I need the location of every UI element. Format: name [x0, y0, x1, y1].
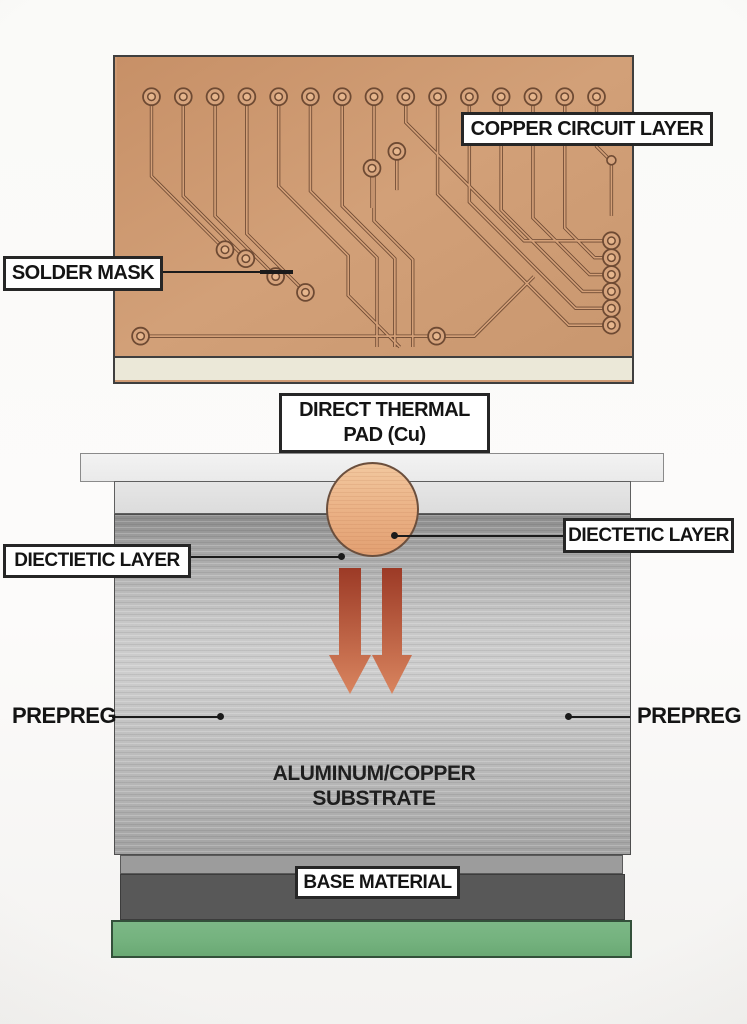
heat-arrow-left [329, 568, 371, 694]
prepreg-right-leader-line [568, 716, 630, 718]
heat-flow-arrows [329, 568, 412, 694]
heat-arrow-right [372, 568, 412, 694]
copper-circuit-artwork [116, 57, 631, 356]
prepreg-right-leader-dot [565, 713, 572, 720]
prepreg-left-leader-line [112, 716, 220, 718]
pcb-top-pads [142, 87, 606, 107]
substrate-label-line1: ALUMINUM/COPPER [272, 762, 476, 785]
prepreg-left-label: PREPREG [12, 703, 117, 728]
thermal-pad-copper-circle [326, 462, 419, 557]
pcb-substrate-strip [115, 356, 632, 380]
copper-circuit-layer-label: COPPER CIRCUIT LAYER [461, 112, 713, 146]
solder-mask-leader-line [163, 271, 262, 273]
direct-thermal-pad-label: DIRECT THERMAL PAD (Cu) [279, 393, 490, 453]
direct-thermal-pad-label-line2: PAD (Cu) [343, 424, 426, 446]
dielectric-right-leader-dot [391, 532, 398, 539]
dielectric-layer-left-label: DIECTIETIC LAYER [3, 544, 191, 578]
pcb-via [606, 155, 617, 166]
dielectric-left-leader-dot [338, 553, 345, 560]
substrate-label-line2: SUBSTRATE [312, 787, 436, 810]
direct-thermal-pad-label-line1: DIRECT THERMAL [299, 399, 470, 421]
dielectric-right-leader-line [397, 535, 563, 537]
green-base-band [111, 920, 632, 958]
prepreg-right-label: PREPREG [637, 703, 742, 728]
dielectric-layer-right-label: DIECTETIC LAYER [563, 518, 734, 553]
dielectric-left-leader-line [191, 556, 342, 558]
aluminum-copper-substrate-block [114, 514, 631, 855]
solder-mask-label: SOLDER MASK [3, 256, 163, 291]
substrate-label: ALUMINUM/COPPER SUBSTRATE [262, 761, 486, 811]
base-material-label: BASE MATERIAL [295, 866, 460, 899]
prepreg-left-leader-dot [217, 713, 224, 720]
pcb-top-view [113, 55, 634, 384]
solder-mask-leader-tip [260, 270, 293, 274]
